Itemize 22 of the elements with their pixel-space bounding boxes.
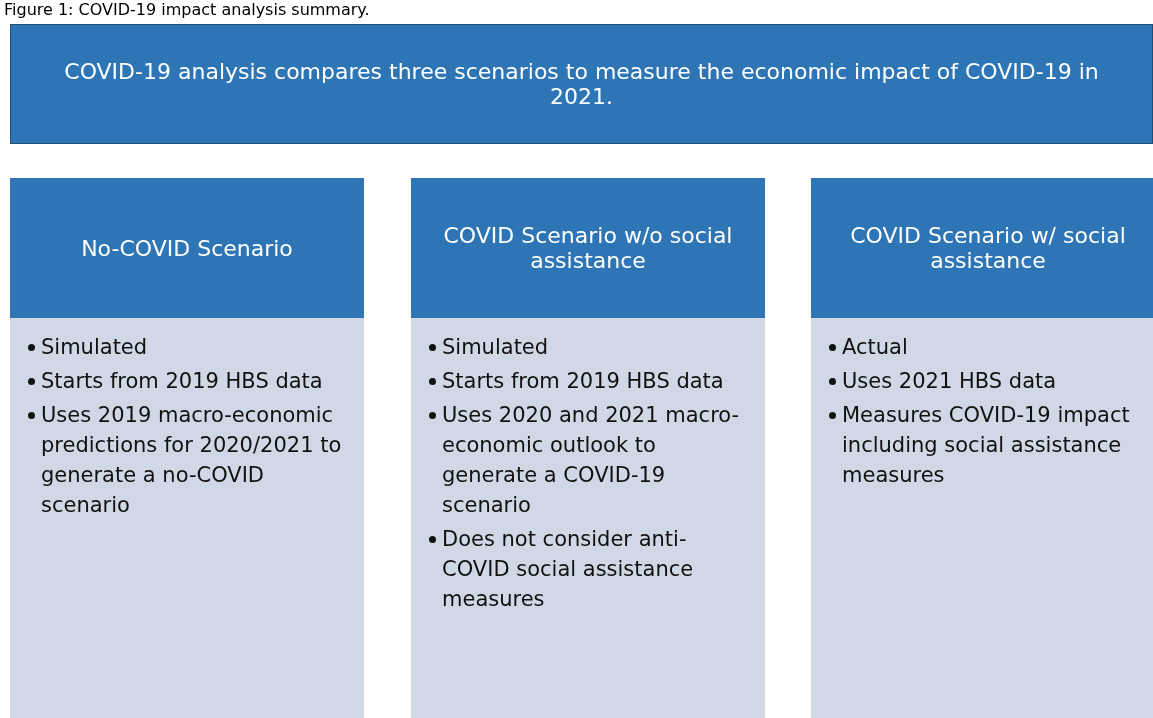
bullet-text: Uses 2020 and 2021 macro-economic outlook to generate a COVID-19 scenario bbox=[442, 402, 741, 519]
bullet-text: Simulated bbox=[442, 334, 549, 361]
summary-banner bbox=[10, 24, 1153, 144]
scenario-header bbox=[811, 178, 1153, 318]
header-text: COVID Scenario w/o social assistance bbox=[442, 223, 734, 273]
bullet-text: Uses 2019 macro-economic predictions for 2020/2021 to generate a no-COVID scenario bbox=[41, 402, 343, 519]
header-text: COVID Scenario w/ social assistance bbox=[849, 223, 1127, 273]
figure-caption: Figure 1: COVID-19 impact analysis summary. bbox=[4, 0, 370, 20]
bullet-text: Uses 2021 HBS data bbox=[842, 368, 1057, 395]
bullet-text: Measures COVID-19 impact including social assistance measures bbox=[842, 402, 1131, 489]
bullet-text: Actual bbox=[842, 334, 908, 361]
scenario-header bbox=[10, 178, 364, 318]
bullet-text: Starts from 2019 HBS data bbox=[41, 368, 323, 395]
bullet-text: Starts from 2019 HBS data bbox=[442, 368, 724, 395]
scenario-panel bbox=[10, 318, 364, 718]
scenario-header bbox=[411, 178, 765, 318]
bullet-text: Does not consider anti-COVID social assistance measures bbox=[442, 526, 695, 613]
scenario-panel bbox=[811, 318, 1153, 718]
scenario-panel bbox=[411, 318, 765, 718]
bullet-text: Simulated bbox=[41, 334, 148, 361]
header-text: No-COVID Scenario bbox=[81, 235, 293, 261]
banner-text: COVID-19 analysis compares three scenarios to measure the economic impact of COVID-19 in 2021. bbox=[63, 59, 1100, 109]
